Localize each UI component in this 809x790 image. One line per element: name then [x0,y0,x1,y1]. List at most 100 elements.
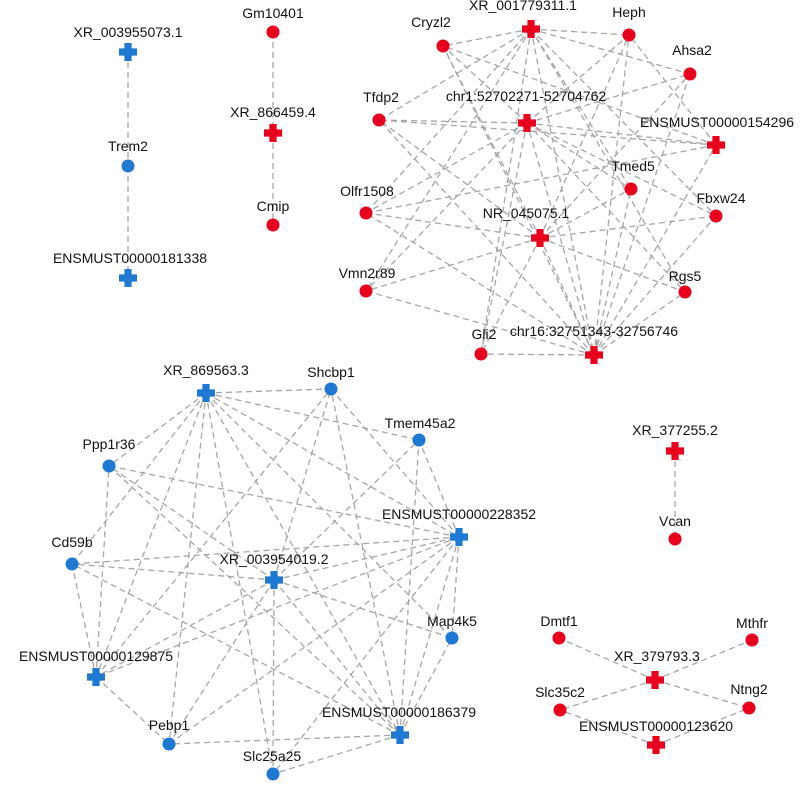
edge-ensmust154296-cryzl2 [442,45,717,146]
node-ensmust00000154296[interactable]: ENSMUST00000154296 [640,114,794,154]
node-xr-377255-2[interactable]: XR_377255.2 [632,422,718,460]
edge-ensmust228352-ensmust186379 [399,536,460,736]
node-chr1-52702271-52704762[interactable]: chr1:52702271-52704762 [446,88,607,132]
node-olfr1508[interactable]: Olfr1508 [340,183,394,220]
node-shcbp1[interactable]: Shcbp1 [307,364,355,396]
node-dmtf1[interactable]: Dmtf1 [540,613,578,645]
node-label: ENSMUST00000154296 [640,114,794,130]
node-tfdp2[interactable]: Tfdp2 [363,89,399,127]
node-label: Cd59b [51,534,92,550]
node-cmip[interactable]: Cmip [257,198,290,232]
plus-node-marker [531,229,549,247]
edge-xr003954019-ensmust228352 [273,536,460,581]
node-label: Ntng2 [730,681,768,697]
edge-nr045075-vmn2r89 [365,237,541,292]
node-xr-003954019-2[interactable]: XR_003954019.2 [220,551,329,589]
node-ensmust00000181338[interactable]: ENSMUST00000181338 [53,250,207,287]
node-map4k5[interactable]: Map4k5 [427,613,477,645]
node-ppp1r36[interactable]: Ppp1r36 [83,436,136,473]
node-ensmust00000129875[interactable]: ENSMUST00000129875 [19,648,173,686]
node-ensmust00000186379[interactable]: ENSMUST00000186379 [322,704,476,744]
node-label: ENSMUST00000186379 [322,704,476,720]
circle-node-marker [474,347,488,361]
edge-ensmust186379-pebp1 [168,734,401,745]
edge-xr001779311-ahsa2 [530,28,691,75]
edge-chr16-tfdp2 [378,119,595,356]
node-tmed5[interactable]: Tmed5 [611,158,655,196]
edge-chr16-cryzl2 [442,45,595,356]
edge-xr869563-pebp1 [168,392,207,745]
edge-nr045075-cryzl2 [442,45,541,239]
node-label: Map4k5 [427,613,477,629]
circle-node-marker [709,209,723,223]
edge-xr001779311-chr16 [530,28,595,356]
edge-ensmust228352-ppp1r36 [108,465,460,538]
node-tmem45a2[interactable]: Tmem45a2 [385,415,456,447]
node-ensmust00000123620[interactable]: ENSMUST00000123620 [579,718,733,754]
node-label: Slc35c2 [535,684,585,700]
edge-ensmust129875-pebp1 [95,676,170,745]
plus-node-marker [522,20,540,38]
node-label: Gm10401 [242,5,304,21]
node-heph[interactable]: Heph [612,4,646,42]
edge-xr001779311-tmed5 [530,28,632,190]
node-chr16-32751343-32756746[interactable]: chr16:32751343-32756746 [510,323,678,364]
circle-node-marker [121,159,135,173]
node-slc35c2[interactable]: Slc35c2 [535,684,585,717]
edge-xr869563-shcbp1 [205,388,332,394]
edge-chr1-heph [526,34,630,124]
node-ensmust00000228352[interactable]: ENSMUST00000228352 [382,506,536,546]
node-label: Fbxw24 [696,190,745,206]
edge-ensmust123620-slc35c2 [559,709,657,746]
node-trem2[interactable]: Trem2 [108,138,148,173]
edge-chr1-chr16 [526,122,595,356]
node-pebp1[interactable]: Pebp1 [149,717,190,751]
node-rgs5[interactable]: Rgs5 [669,268,702,299]
node-label: Tfdp2 [363,89,399,105]
node-fbxw24[interactable]: Fbxw24 [696,190,746,223]
edge-ensmust228352-map4k5 [451,536,460,639]
node-xr-866459-4[interactable]: XR_866459.4 [230,104,316,142]
node-label: Tmed5 [611,158,655,174]
node-nr-045075-1[interactable]: NR_045075.1 [483,205,570,247]
edge-chr1-olfr1508 [365,122,528,214]
node-label: XR_866459.4 [230,104,316,120]
node-label: Ahsa2 [672,42,712,58]
node-label: Cmip [257,198,290,214]
node-ntng2[interactable]: Ntng2 [730,681,768,715]
node-gli2[interactable]: Gli2 [472,326,497,361]
plus-node-marker [87,668,105,686]
node-ahsa2[interactable]: Ahsa2 [672,42,712,81]
node-vmn2r89[interactable]: Vmn2r89 [339,265,396,298]
edge-xr869563-ensmust228352 [205,392,460,538]
edge-xr001779311-fbxw24 [530,28,717,217]
circle-node-marker [412,433,426,447]
node-cryzl2[interactable]: Cryzl2 [411,14,451,53]
circle-node-marker [683,67,697,81]
node-label: Heph [612,4,645,20]
edge-chr16-olfr1508 [365,212,595,356]
node-xr-003955073-1[interactable]: XR_003955073.1 [74,24,183,61]
circle-node-marker [65,557,79,571]
node-label: Trem2 [108,138,148,154]
node-vcan[interactable]: Vcan [659,513,691,546]
circle-node-marker [266,767,280,781]
node-mthfr[interactable]: Mthfr [736,615,768,647]
node-gm10401[interactable]: Gm10401 [242,5,304,39]
circle-node-marker [436,39,450,53]
circle-node-marker [266,218,280,232]
edge-nr045075-heph [539,34,630,239]
node-cd59b[interactable]: Cd59b [51,534,93,571]
node-label: Pebp1 [149,717,190,733]
edge-chr16-gli2 [480,353,595,356]
node-slc25a25[interactable]: Slc25a25 [243,748,302,781]
node-xr-379793-3[interactable]: XR_379793.3 [614,648,700,689]
node-xr-869563-3[interactable]: XR_869563.3 [163,362,249,402]
node-label: Vcan [659,513,691,529]
edge-xr001779311-olfr1508 [365,28,532,214]
node-xr-001779311-1[interactable]: XR_001779311.1 [469,0,577,38]
circle-node-marker [552,631,566,645]
circle-node-marker [102,459,116,473]
node-label: ENSMUST00000181338 [53,250,207,266]
